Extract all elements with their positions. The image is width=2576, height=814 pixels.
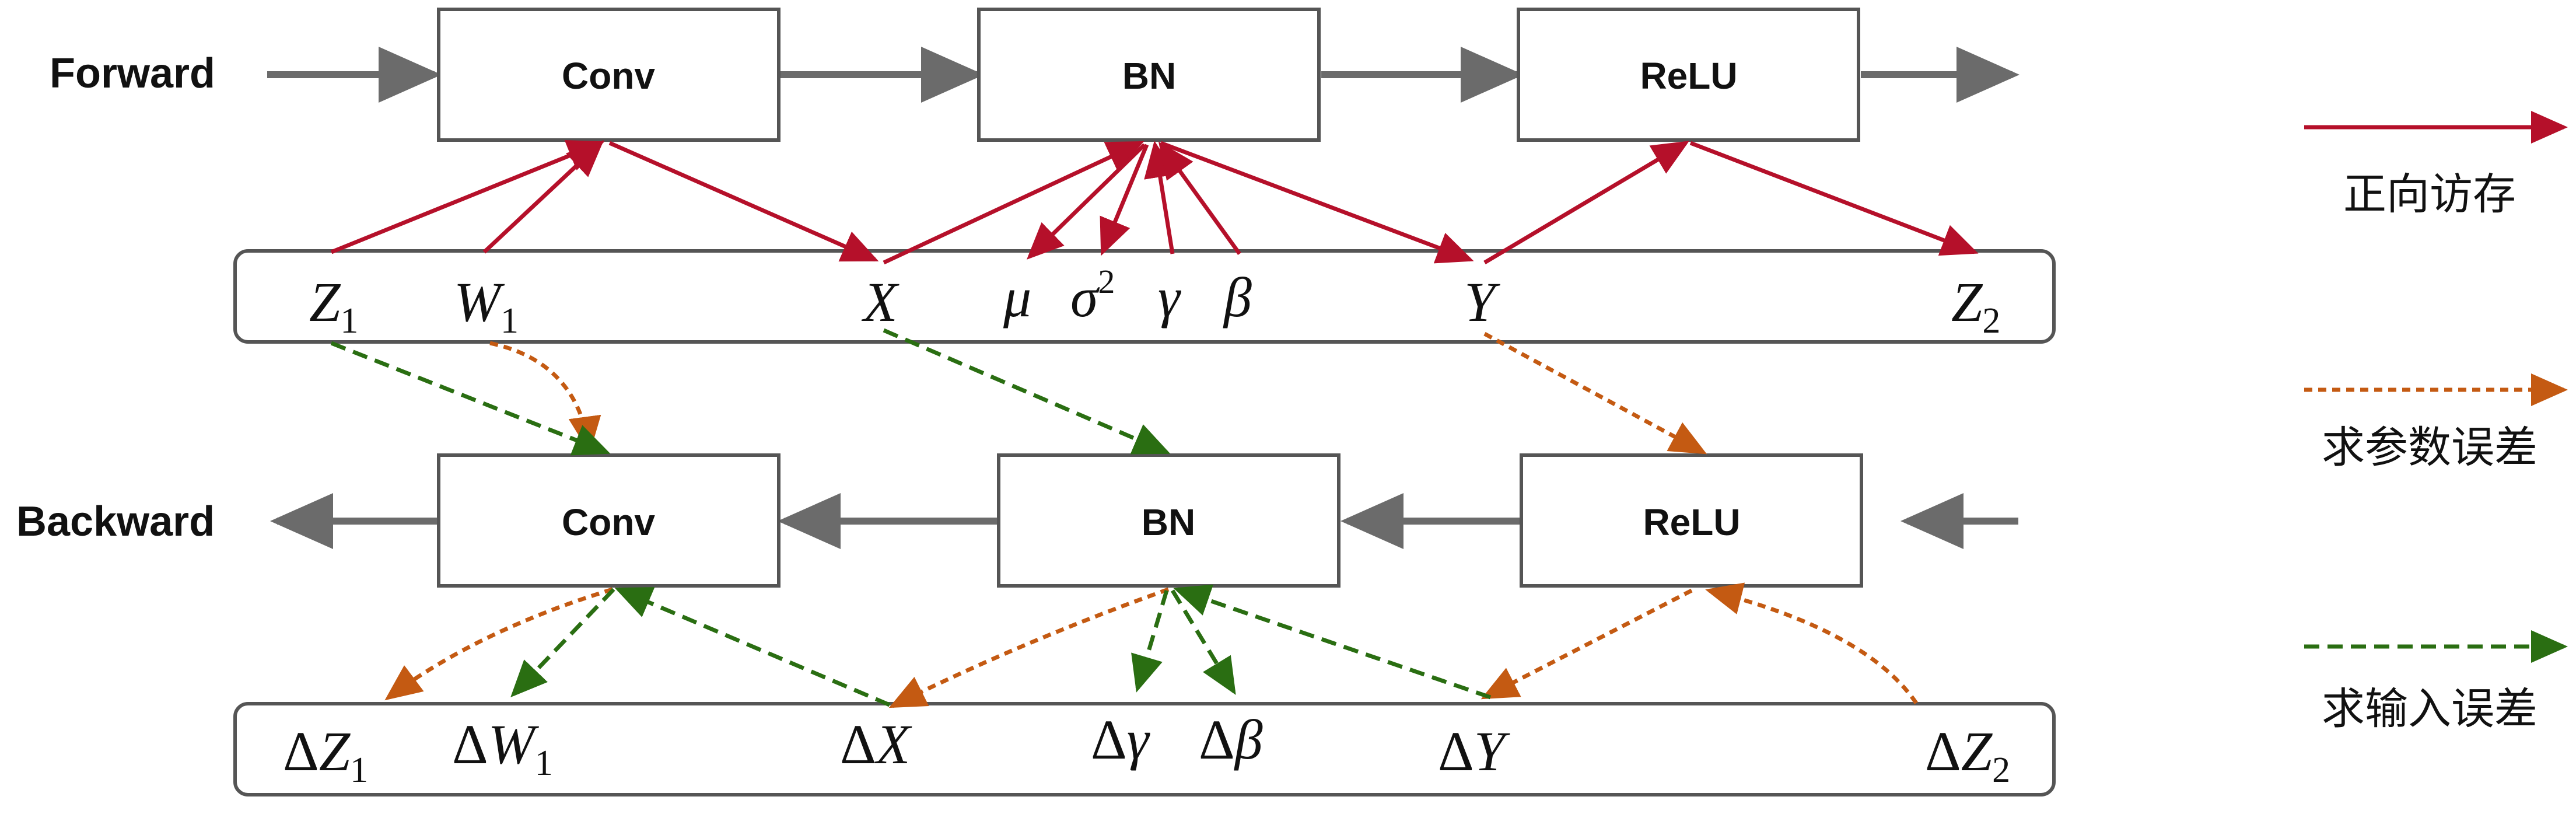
forward-relu-label: ReLU [1640,55,1737,97]
var-delta-y: ΔY [1438,720,1510,782]
backward-label: Backward [16,498,215,545]
backward-relu-box: ReLU [1520,453,1863,588]
var-delta-z2: ΔZ2 [1925,720,2010,790]
var-delta-x: ΔX [840,713,912,775]
param-error-arrows [384,331,1918,708]
backward-vars-bar [233,702,2056,796]
var-y: Y [1464,271,1500,333]
forward-bn-label: BN [1122,55,1176,97]
var-w1: W1 [454,271,519,341]
var-mu: μ [1003,266,1031,329]
input-error-arrows [330,328,1492,707]
backward-bn-box: BN [997,453,1340,588]
forward-label: Forward [50,50,215,97]
var-z1: Z1 [309,271,358,341]
legend: 正向访存 求参数误差 求输入误差 [2304,111,2568,734]
forward-conv-label: Conv [562,55,655,97]
forward-relu-box: ReLU [1517,8,1860,142]
memory-access-arrows [330,140,1979,265]
var-z2: Z2 [1951,271,2000,341]
forward-vars-bar [233,249,2056,344]
legend-input-error-label: 求输入误差 [2322,684,2538,734]
var-delta-w1: ΔW1 [452,713,553,783]
backward-bn-label: BN [1142,501,1195,543]
var-beta: β [1223,266,1252,329]
backward-relu-label: ReLU [1643,501,1740,543]
backward-conv-label: Conv [562,501,655,543]
legend-param-error-label: 求参数误差 [2322,422,2538,473]
backward-conv-box: Conv [437,453,780,588]
forward-bn-box: BN [977,8,1321,142]
var-gamma: γ [1158,266,1181,329]
forward-conv-box: Conv [437,8,780,142]
var-sigma2: σ2 [1070,263,1115,329]
legend-memory-access-label: 正向访存 [2343,169,2516,219]
var-delta-gamma: Δγ [1091,708,1150,771]
var-x: X [861,271,900,333]
var-delta-beta: Δβ [1199,708,1263,771]
var-delta-z1: ΔZ1 [283,720,368,790]
